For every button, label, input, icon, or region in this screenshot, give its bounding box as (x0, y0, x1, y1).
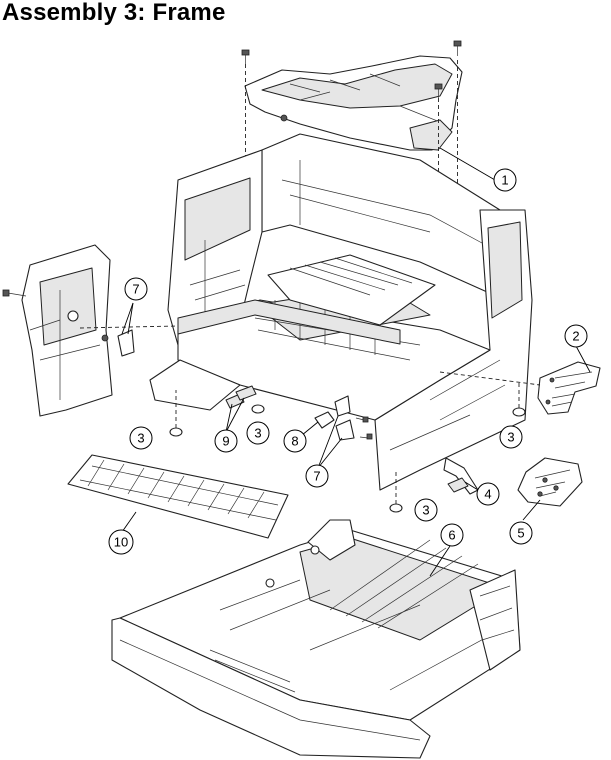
callout-6: 6 (440, 523, 464, 547)
callout-10: 10 (108, 529, 134, 555)
svg-text:2: 2 (572, 329, 579, 344)
callout-9: 9 (214, 429, 238, 453)
svg-text:9: 9 (222, 434, 229, 449)
callout-5: 5 (509, 521, 533, 545)
svg-text:3: 3 (422, 503, 429, 518)
callout-7-lower: 7 (305, 464, 329, 488)
svg-text:7: 7 (132, 282, 139, 297)
guide-line-springs (439, 371, 541, 386)
svg-text:6: 6 (448, 528, 455, 543)
foot-pad-parts (169, 380, 526, 513)
callout-3-bottom: 3 (414, 498, 438, 522)
svg-text:4: 4 (484, 487, 491, 502)
callout-3-middle: 3 (246, 421, 270, 445)
callout-4: 4 (476, 482, 500, 506)
small-hardware (225, 385, 373, 441)
leader-lines (121, 147, 591, 577)
top-cover-part (244, 55, 463, 151)
callout-2: 2 (564, 324, 588, 348)
left-side-plate-part (2, 244, 113, 417)
svg-text:3: 3 (507, 430, 514, 445)
svg-text:10: 10 (114, 535, 128, 550)
rear-cover-part (67, 454, 289, 539)
svg-text:3: 3 (254, 426, 261, 441)
svg-text:1: 1 (501, 173, 508, 188)
pickup-arm-part (443, 457, 479, 495)
svg-text:8: 8 (291, 434, 298, 449)
paper-tray-part (111, 519, 521, 759)
svg-text:5: 5 (517, 526, 524, 541)
callout-3-right: 3 (499, 425, 523, 449)
main-frame-part (149, 133, 533, 491)
svg-text:3: 3 (137, 431, 144, 446)
callout-8: 8 (283, 429, 307, 453)
hardware-kit-part (517, 457, 583, 507)
callout-3-left: 3 (129, 426, 153, 450)
assembly-title: Assembly 3: Frame (2, 0, 226, 26)
spring-kit-part (537, 361, 601, 415)
top-screws (241, 40, 462, 122)
callout-1: 1 (493, 168, 517, 192)
callout-7-upper: 7 (124, 277, 148, 301)
svg-text:7: 7 (313, 469, 320, 484)
spring-bracket-left (101, 329, 135, 357)
